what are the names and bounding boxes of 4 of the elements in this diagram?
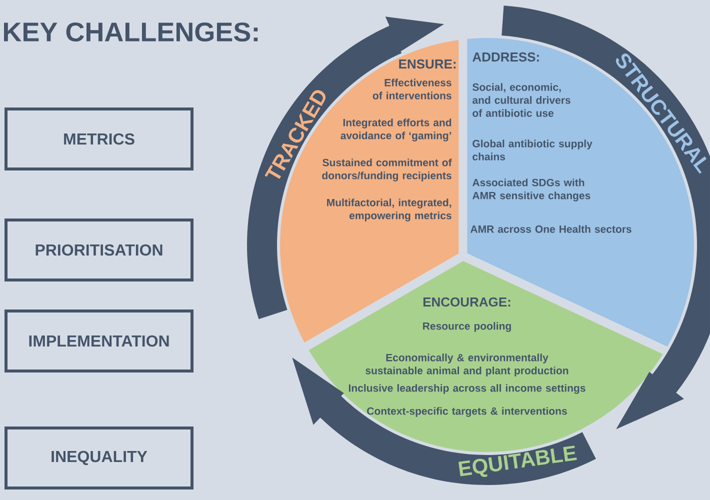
challenge-box: INEQUALITY [4,426,194,490]
challenge-box: METRICS [4,108,194,170]
challenge-box: PRIORITISATION [4,218,194,282]
challenge-box: IMPLEMENTATION [4,310,194,372]
